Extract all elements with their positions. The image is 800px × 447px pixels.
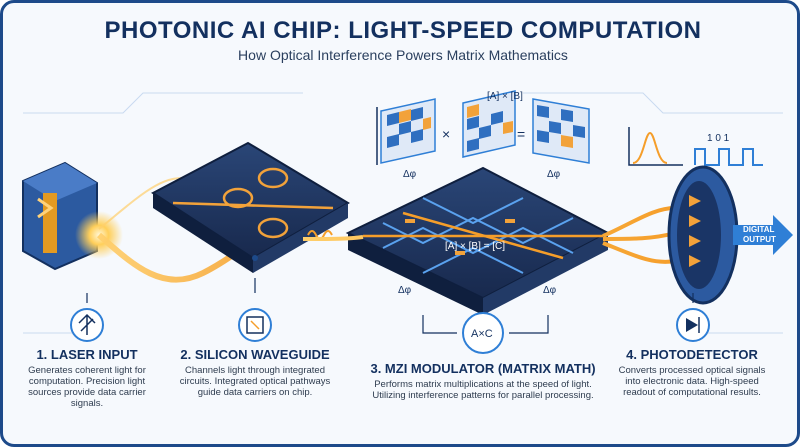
multiply-icon xyxy=(462,312,504,354)
photodetector-icon xyxy=(676,308,710,342)
phase-label-3: Δφ xyxy=(398,285,412,296)
phase-label-2: Δφ xyxy=(547,169,561,180)
laser-device xyxy=(22,161,123,271)
chip-formula: [A] × [B] = [C] xyxy=(445,241,505,252)
stage-laser-input: 1. LASER INPUT Generates coherent light … xyxy=(17,347,157,409)
matrix-times-symbol: × xyxy=(442,126,450,142)
photonic-diagram: [A] × [B] × = [A] × [B] = [C] Δφ Δφ Δφ Δ… xyxy=(22,90,793,354)
mzi-modulator-chip xyxy=(345,166,611,315)
gaussian-pulse xyxy=(632,131,668,164)
background-circuit-lines xyxy=(23,92,783,334)
matrix-a xyxy=(380,98,436,164)
stage-mzi-modulator: 3. MZI MODULATOR (MATRIX MATH) Performs … xyxy=(363,361,603,401)
stage-description: Channels light through integrated circui… xyxy=(179,365,331,398)
output-label-line2: OUTPUT xyxy=(743,235,776,244)
silicon-waveguide-chip xyxy=(151,141,350,273)
matrix-equation-top: [A] × [B] xyxy=(487,91,523,102)
stage-title: 3. MZI MODULATOR (MATRIX MATH) xyxy=(370,361,596,376)
page-title: PHOTONIC AI CHIP: LIGHT-SPEED COMPUTATIO… xyxy=(104,17,702,44)
matrix-b xyxy=(462,90,516,158)
stage-description: Converts processed optical signals into … xyxy=(618,365,766,398)
digital-output-arrow xyxy=(733,215,793,255)
phase-label-4: Δφ xyxy=(543,285,557,296)
chip-icon xyxy=(238,308,272,342)
output-label-line1: DIGITAL xyxy=(743,225,775,234)
stage-silicon-waveguide: 2. SILICON WAVEGUIDE Channels light thro… xyxy=(177,347,333,398)
photodetector-device xyxy=(667,165,739,305)
stage-description: Generates coherent light for computation… xyxy=(28,365,146,409)
signal-graph xyxy=(628,127,683,166)
stage-description: Performs matrix multiplications at the s… xyxy=(372,379,594,401)
stage-title: 1. LASER INPUT xyxy=(36,347,138,362)
digital-pulse-train xyxy=(694,148,763,166)
multiply-icon-text: A×C xyxy=(471,328,493,340)
signal-bits: 1 0 1 xyxy=(707,133,730,144)
stage-title: 2. SILICON WAVEGUIDE xyxy=(180,347,330,362)
stage-photodetector: 4. PHOTODETECTOR Converts processed opti… xyxy=(617,347,767,398)
arrows-icon xyxy=(70,308,104,342)
matrix-c xyxy=(532,98,590,164)
leader-lines xyxy=(86,278,694,334)
page-subtitle: How Optical Interference Powers Matrix M… xyxy=(238,47,568,63)
matrix-equals-symbol: = xyxy=(517,126,525,142)
stage-title: 4. PHOTODETECTOR xyxy=(626,347,758,362)
processed-light-beam xyxy=(302,206,676,264)
phase-label-1: Δφ xyxy=(403,169,417,180)
